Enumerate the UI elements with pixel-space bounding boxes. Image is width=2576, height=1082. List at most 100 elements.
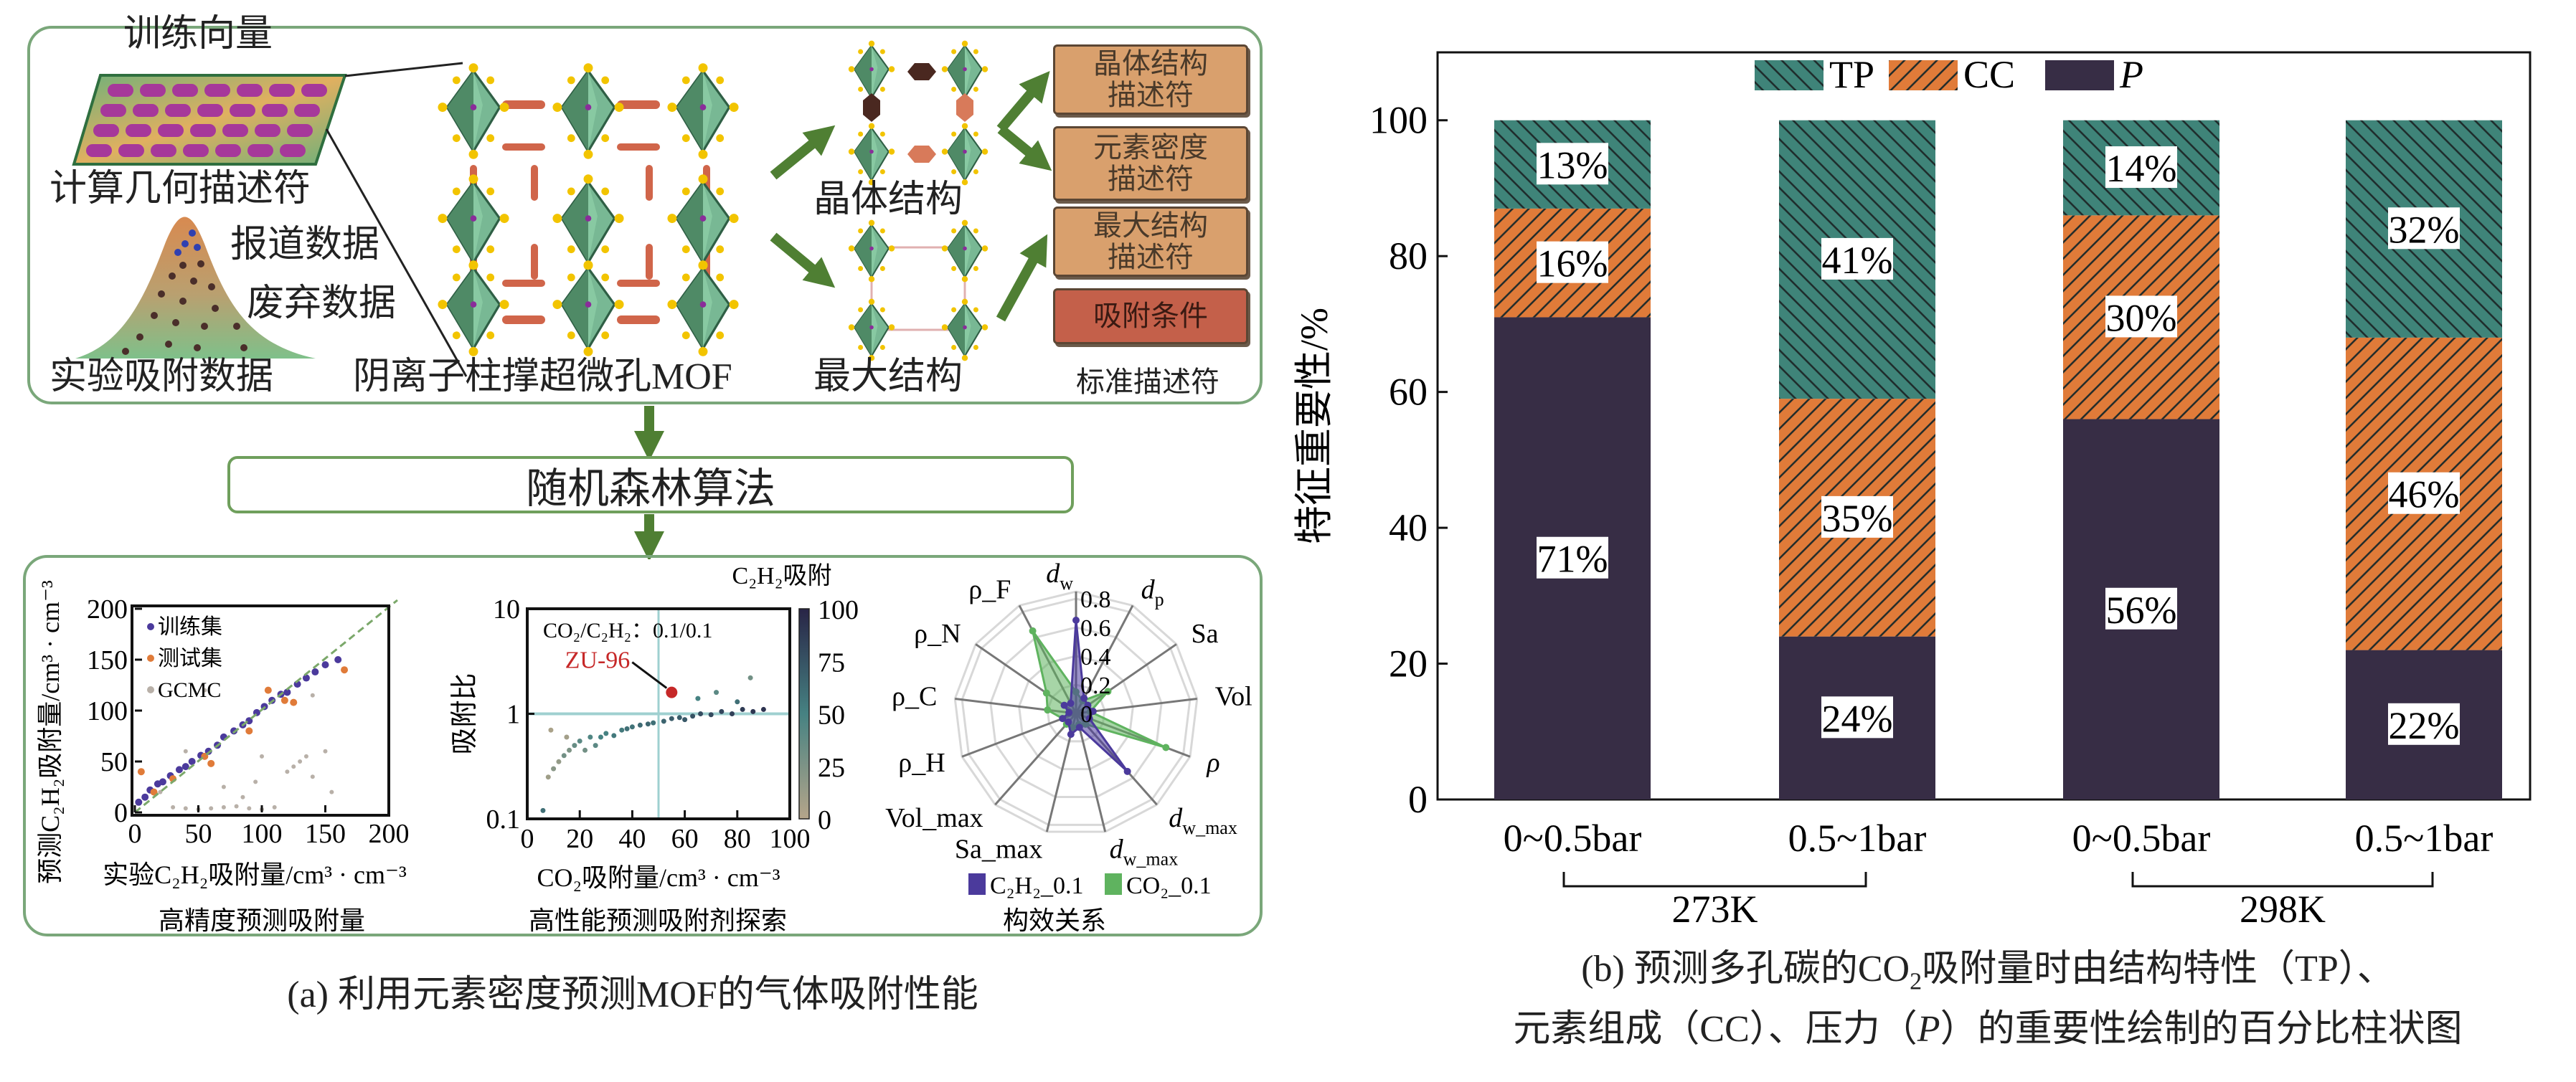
workflow-illustration (72, 39, 1052, 559)
scatter-point (341, 666, 349, 674)
radar-point (1065, 718, 1072, 726)
legend-swatch-cc (1889, 60, 1958, 90)
axis-label-main: d (1046, 559, 1060, 589)
scatter-point (137, 768, 145, 776)
scatter-point (175, 766, 183, 774)
scatter-point (181, 763, 189, 771)
y-tick-label: 40 (1389, 506, 1428, 549)
y-tick-label: 150 (87, 645, 128, 675)
y-axis-label: 预测C₂H₂吸附量/cm³ · cm⁻³ (36, 580, 65, 884)
scatter-point (629, 724, 635, 730)
x-tick-label: 100 (242, 819, 283, 849)
radar-grid-ring (953, 590, 1199, 833)
x-tick-label: 0~0.5bar (1504, 817, 1642, 860)
descriptor-line: 描述符 (1108, 163, 1194, 195)
caption-text: (b) 预测多孔碳的CO (1581, 949, 1910, 990)
radar-axis (994, 713, 1077, 806)
adsorption-condition-box: 吸附条件 (1053, 288, 1248, 344)
x-tick-label: 0~0.5bar (2072, 817, 2211, 860)
scatter-point (311, 668, 319, 676)
radar-axis-label: dw_max (1110, 834, 1179, 869)
scatter-point (729, 711, 735, 716)
radar-axis-label: ρ_N (914, 619, 961, 649)
scatter-point (245, 727, 253, 735)
colorbar-tick-label: 100 (818, 595, 859, 625)
radar-point (1075, 723, 1083, 731)
y-tick-label: 20 (1389, 642, 1428, 685)
radar-axis-label: dp (1141, 574, 1164, 609)
legend-swatch-tp (1755, 60, 1824, 90)
scatter-point (750, 708, 756, 714)
radar-axis-label: Vol (1215, 681, 1252, 711)
scatter-point (619, 727, 625, 733)
scatter-point (310, 693, 315, 698)
scatter-point (202, 688, 207, 693)
scatter-point (747, 675, 753, 680)
descriptor-line: 吸附条件 (1093, 300, 1208, 332)
scatter-point (158, 789, 163, 794)
legend-swatch (968, 873, 986, 895)
scatter-point (323, 749, 328, 754)
legend-label: TP (1829, 53, 1874, 96)
y-tick-label: 100 (87, 696, 128, 726)
radar-point (1085, 715, 1093, 723)
scatter-point (582, 747, 588, 753)
x-tick-label: 0 (128, 819, 142, 849)
colorbar-tick-label: 50 (818, 701, 845, 731)
data-label-background (2105, 146, 2177, 189)
data-label-background (2388, 703, 2460, 745)
axis-label-main: Vol_max (885, 803, 983, 833)
scatter-point (548, 727, 554, 733)
scatter-point (183, 806, 188, 811)
radar-point (1060, 701, 1068, 709)
scatter-point (207, 759, 215, 767)
data-label-background (1537, 143, 1608, 185)
scatter-point (150, 788, 158, 796)
radar-axis-label: ρ (1206, 748, 1219, 778)
caption-subscript: 2 (1910, 968, 1922, 995)
training-vector-label: 训练向量 (123, 14, 273, 54)
scatter-point (593, 743, 598, 749)
legend-label: 测试集 (158, 647, 222, 670)
scatter-point (171, 805, 176, 810)
scatter-point (698, 711, 704, 716)
axis-label-main: ρ (1206, 748, 1219, 778)
results-frame (23, 555, 1263, 936)
scatter-point (298, 759, 303, 764)
data-label-background (2105, 587, 2177, 630)
group-bracket (2131, 872, 2434, 888)
geometry-descriptor-label: 计算几何描述符 (49, 169, 311, 209)
radar-point (1065, 708, 1073, 716)
data-label: 14% (2106, 147, 2177, 190)
radar-point (1042, 689, 1050, 697)
legend-swatch (1105, 873, 1122, 895)
x-tick-label: 0 (521, 824, 534, 854)
scatter-point (561, 753, 567, 759)
x-tick-label: 200 (369, 819, 410, 849)
x-tick-label: 150 (305, 819, 346, 849)
radar-axis-label: dw (1046, 559, 1073, 594)
legend-label: 训练集 (158, 615, 222, 639)
y-tick-label: 200 (87, 594, 128, 625)
radar-axis-label: dw_max (1169, 803, 1237, 838)
y-axis-label: 吸附比 (450, 673, 480, 754)
data-label: 41% (1822, 239, 1893, 282)
arrow-to-max-structure (770, 232, 836, 288)
caption-a: (a) 利用元素密度预测MOF的气体吸附性能 (287, 974, 978, 1015)
axis-label-main: Vol (1215, 681, 1252, 711)
scatter-point (669, 716, 674, 721)
radial-tick-label: 0.4 (1080, 644, 1111, 670)
data-label-background (2388, 472, 2460, 514)
scatter-point (714, 690, 720, 696)
y-tick-label: 0 (114, 798, 128, 828)
y-tick-label: 60 (1389, 371, 1428, 414)
scatter-point (272, 805, 277, 810)
y-axis-label: 特征重要性/% (1293, 308, 1336, 544)
radar-point (1067, 699, 1075, 707)
scatter-point (221, 805, 226, 810)
descriptor-line: 元素密度 (1093, 131, 1208, 163)
feature-importance-chart: 020406080100特征重要性/%71%16%13%0~0.5bar24%3… (1293, 51, 2532, 931)
data-label: 24% (1822, 697, 1893, 740)
